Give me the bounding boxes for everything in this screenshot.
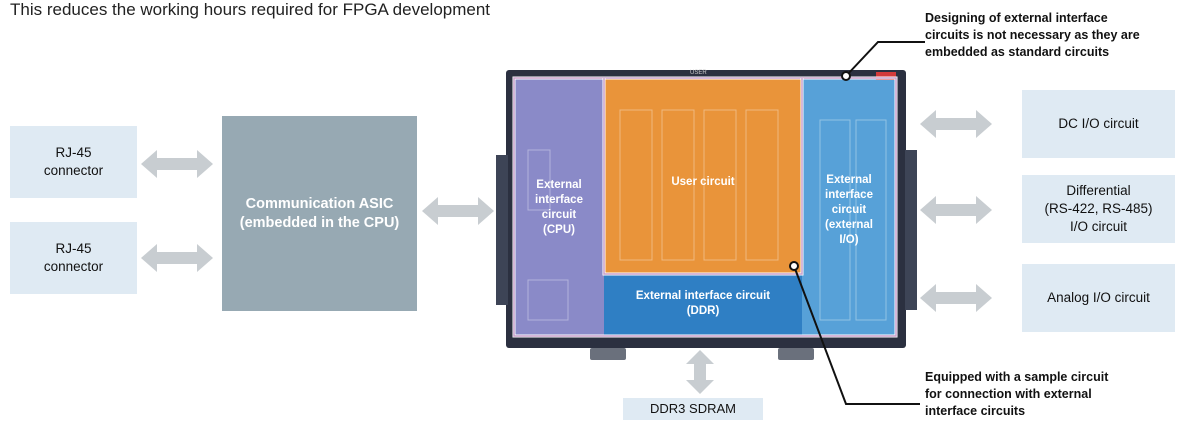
user-connector-block-1 (619, 109, 653, 261)
note-bottom-line1: Equipped with a sample circuit (925, 370, 1109, 384)
dc-io-label: DC I/O circuit (1058, 116, 1139, 131)
note-bottom: Equipped with a sample circuit for conne… (925, 369, 1108, 420)
rj45-top-line2: connector (43, 163, 104, 178)
ddr-interface-label: External interface circuit (DDR) (604, 284, 802, 324)
analog-io-label: Analog I/O circuit (1047, 290, 1150, 305)
note-top-line2: circuits is not necessary as they are (925, 28, 1140, 42)
callout-dot-top (841, 71, 851, 81)
communication-asic-box: Communication ASIC (embedded in the CPU) (222, 116, 417, 311)
headline: This reduces the working hours required … (10, 0, 491, 19)
io-label-3: circuit (831, 203, 867, 216)
rj45-bottom-line2: connector (43, 259, 104, 274)
io-connector-block-1 (819, 119, 851, 321)
fpga-board-side-left (496, 155, 508, 305)
note-top: Designing of external interface circuits… (925, 10, 1140, 61)
external-io-label: External interface circuit (external I/O… (802, 162, 896, 258)
board-red-marker (876, 72, 896, 80)
diff-label-1: Differential (1066, 183, 1131, 198)
analog-io-circuit-box: Analog I/O circuit (1022, 264, 1175, 332)
ddr-label-2: (DDR) (686, 305, 720, 317)
io-label-5: I/O) (839, 233, 859, 246)
board-outline-inner (513, 77, 897, 337)
cpu-interface-region (514, 78, 604, 336)
ddr-interface-region (604, 274, 802, 336)
board-foot-right (778, 348, 814, 360)
cpu-port-block (527, 149, 551, 211)
cpu-label-4: (CPU) (543, 224, 575, 236)
rj45-bottom-line1: RJ-45 (55, 241, 92, 256)
user-outline-inner (603, 78, 803, 275)
cpu-label-3: circuit (541, 209, 577, 221)
user-circuit-label: User circuit (671, 175, 735, 188)
board-foot-left (590, 348, 626, 360)
io-connector-block-2 (855, 119, 887, 321)
board-tag-user: USER (690, 70, 707, 76)
dc-io-circuit-box: DC I/O circuit (1022, 90, 1175, 158)
fpga-board-side-right (905, 150, 917, 310)
io-label-1: External (826, 173, 872, 186)
io-label-4: (external (825, 218, 873, 231)
asic-line1: Communication ASIC (245, 195, 394, 212)
rj45-top-line1: RJ-45 (55, 145, 92, 160)
ddr-label-1: External interface circuit (635, 290, 771, 302)
io-label-2: interface (825, 188, 873, 201)
callout-dot-bottom (789, 261, 799, 271)
callout-line-top (845, 41, 925, 77)
user-connector-block-3 (703, 109, 737, 261)
cpu-terminal-block (527, 279, 569, 321)
arrow-board-ddr3 (686, 350, 714, 394)
ddr3-label: DDR3 SDRAM (650, 401, 736, 416)
note-bottom-line3: interface circuits (925, 404, 1026, 418)
ddr3-sdram-box: DDR3 SDRAM (623, 398, 763, 420)
user-circuit-region (604, 78, 802, 274)
cpu-label-2: interface (535, 194, 583, 206)
cpu-label-1: External (536, 179, 582, 191)
note-top-line1: Designing of external interface (925, 11, 1108, 25)
asic-line2: (embedded in the CPU) (239, 214, 400, 231)
rj45-connector-box-top: RJ-45 connector (10, 126, 137, 198)
diff-label-3: I/O circuit (1069, 219, 1127, 234)
external-io-region (802, 78, 896, 336)
cpu-interface-label: External interface circuit (CPU) (514, 170, 604, 246)
rj45-connector-box-bottom: RJ-45 connector (10, 222, 137, 294)
note-top-line3: embedded as standard circuits (925, 45, 1110, 59)
callout-line-bottom (793, 265, 920, 405)
differential-io-circuit-box: Differential (RS-422, RS-485) I/O circui… (1022, 175, 1175, 243)
note-bottom-line2: for connection with external (925, 387, 1092, 401)
user-connector-block-2 (661, 109, 695, 261)
diff-label-2: (RS-422, RS-485) (1044, 201, 1153, 216)
user-connector-block-4 (745, 109, 779, 261)
